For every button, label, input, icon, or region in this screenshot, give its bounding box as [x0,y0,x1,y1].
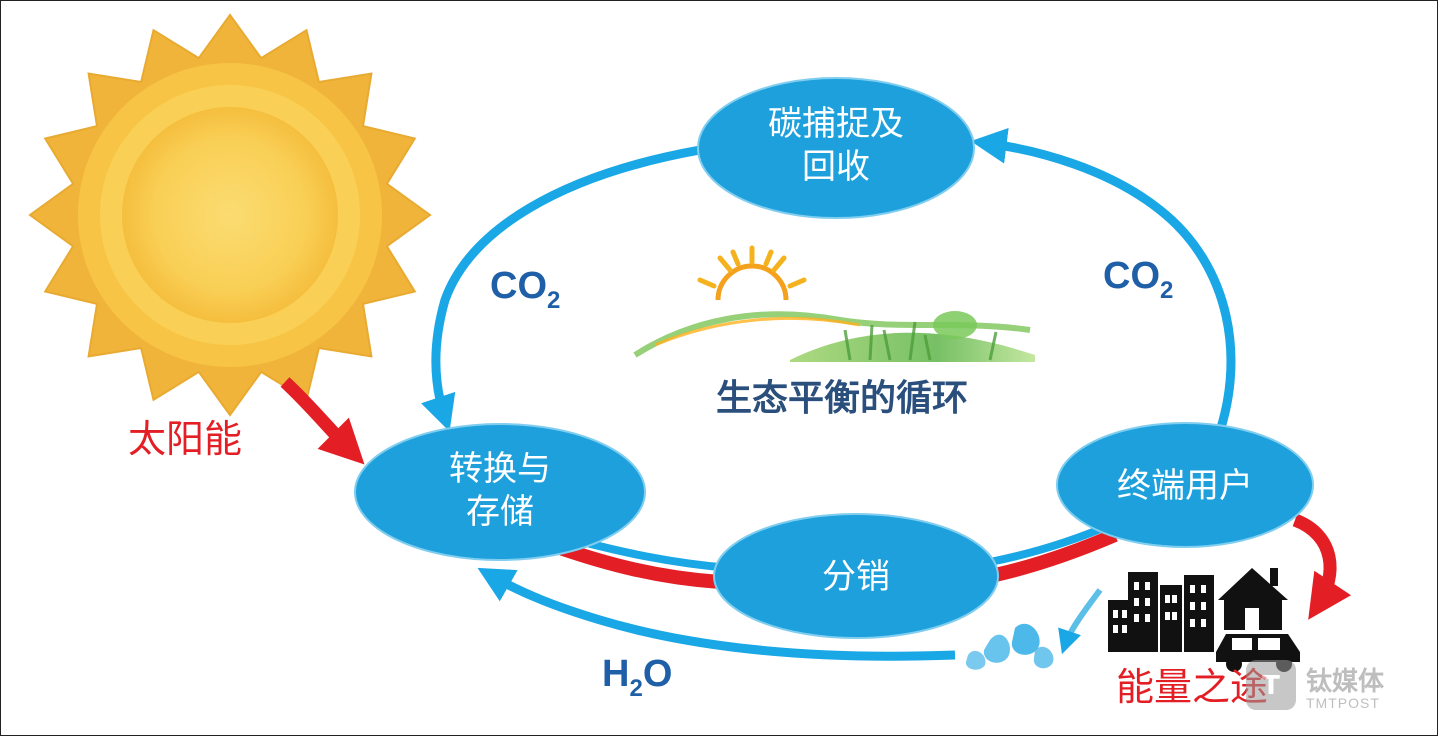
h2o-return-arrow [477,567,956,661]
node-distribution: 分销 [713,513,999,639]
watermark-sub: TMTPOST [1306,695,1380,711]
sun-icon [28,13,432,417]
node-distribution-label: 分销 [822,557,890,597]
node-end-user: 终端用户 [1056,422,1314,548]
h2o-label: H2O [602,653,672,702]
node-carbon-capture: 碳捕捉及 回收 [697,77,975,219]
city-to-water-arrow [1058,588,1103,655]
node-carbon-capture-line2: 回收 [802,147,870,187]
node-conversion-line1: 转换与 [449,449,551,489]
tmtpost-watermark: T 钛媒体 TMTPOST [1246,660,1385,711]
node-carbon-capture-line1: 碳捕捉及 [768,104,904,144]
solar-label: 太阳能 [128,417,242,461]
co2-label-left: CO2 [490,265,560,314]
co2-label-right: CO2 [1103,255,1173,304]
city-icon [1108,568,1300,672]
energy-path-label: 能量之途 [1116,665,1268,709]
tmtpost-logo-icon [1246,660,1296,710]
landscape-icon [633,245,1035,362]
node-conversion-line2: 存储 [466,492,534,532]
enduser-to-city-arrow [1292,513,1352,620]
water-drops-icon [965,623,1054,670]
energy-flow-distribution-to-enduser [993,528,1118,582]
node-conversion-storage: 转换与 存储 [354,423,646,561]
solar-energy-arrow [280,377,365,465]
energy-flow-conversion-to-distribution [557,541,721,589]
flow-arc-enduser-to-capture [970,127,1236,447]
flow-arc-capture-to-conversion [421,145,701,432]
svg-text:T: T [1262,671,1280,701]
watermark-name: 钛媒体 [1306,667,1385,697]
center-title: 生态平衡的循环 [716,378,968,419]
node-end-user-label: 终端用户 [1117,466,1253,506]
